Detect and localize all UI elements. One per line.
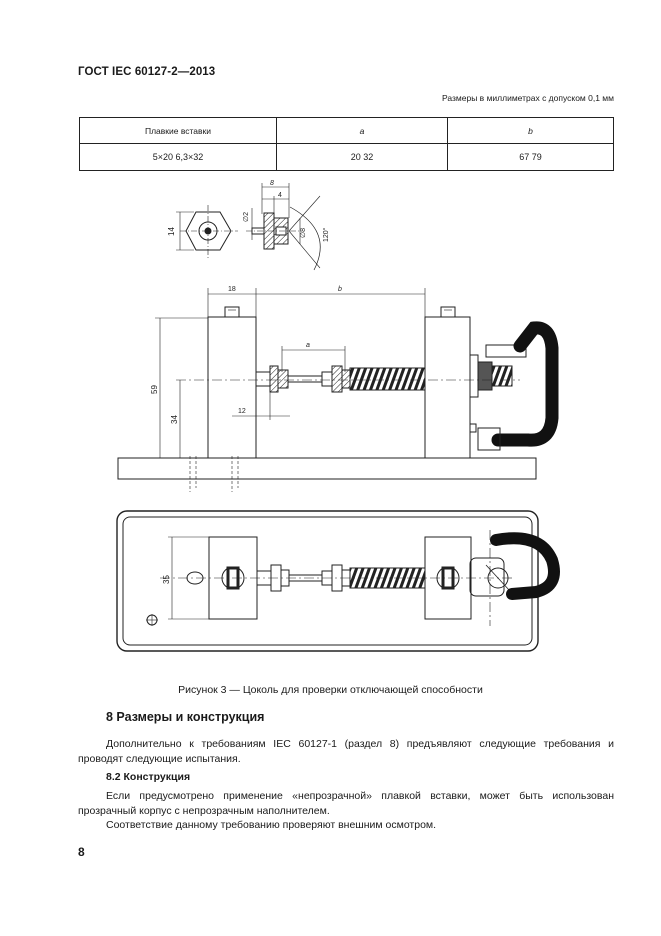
paragraph-2: Соответствие данному требованию проверяю…	[106, 819, 437, 831]
section-intro: Дополнительно к требованиям IEC 60127-1 …	[78, 738, 614, 765]
dim-12-label: 12	[238, 408, 246, 415]
table-row: 5×20 6,3×32 20 32 67 79	[79, 143, 614, 171]
table-header-cell: b	[447, 117, 614, 144]
front-view	[117, 288, 559, 492]
hex-nut-detail	[176, 205, 238, 258]
dim-dia2-label: ∅2	[243, 212, 250, 222]
table-cell: 5×20 6,3×32	[79, 143, 277, 171]
dim-35-label: 35	[162, 575, 171, 584]
table-header-cell: a	[276, 117, 448, 144]
technical-drawing: 14 8 4 ∅2 ∅8 120°	[116, 180, 560, 652]
paragraph-1: Если предусмотрено применение «непрозрач…	[78, 790, 614, 817]
dim-8-label: 8	[270, 180, 274, 187]
table-header-cell: Плавкие вставки	[79, 117, 277, 144]
table-cell: 20 32	[276, 143, 448, 171]
plan-view	[116, 510, 560, 652]
document-header: ГОСТ IEC 60127-2—2013	[78, 66, 216, 78]
page-number: 8	[78, 845, 85, 859]
dim-b-label: b	[338, 286, 342, 293]
table-header-row: Плавкие вставки a b	[79, 117, 614, 144]
dim-14-label: 14	[167, 227, 176, 236]
section-title: 8 Размеры и конструкция	[106, 710, 265, 724]
dim-34-label: 34	[170, 415, 179, 424]
dim-angle-label: 120°	[322, 227, 330, 242]
figure-caption: Рисунок 3 — Цоколь для проверки отключаю…	[178, 684, 483, 696]
dim-a-label: a	[306, 342, 310, 349]
subsection-title: 8.2 Конструкция	[106, 771, 191, 783]
table-cell: 67 79	[447, 143, 614, 171]
dim-4-label: 4	[278, 192, 282, 199]
dim-dia8-label: ∅8	[300, 228, 307, 238]
dim-59-label: 59	[150, 385, 159, 394]
dim-18-label: 18	[228, 286, 236, 293]
dimensions-table: Плавкие вставки a b 5×20 6,3×32 20 32 67…	[79, 117, 614, 171]
dimension-note: Размеры в миллиметрах с допуском 0,1 мм	[442, 93, 614, 103]
nut-section-detail	[246, 183, 321, 271]
